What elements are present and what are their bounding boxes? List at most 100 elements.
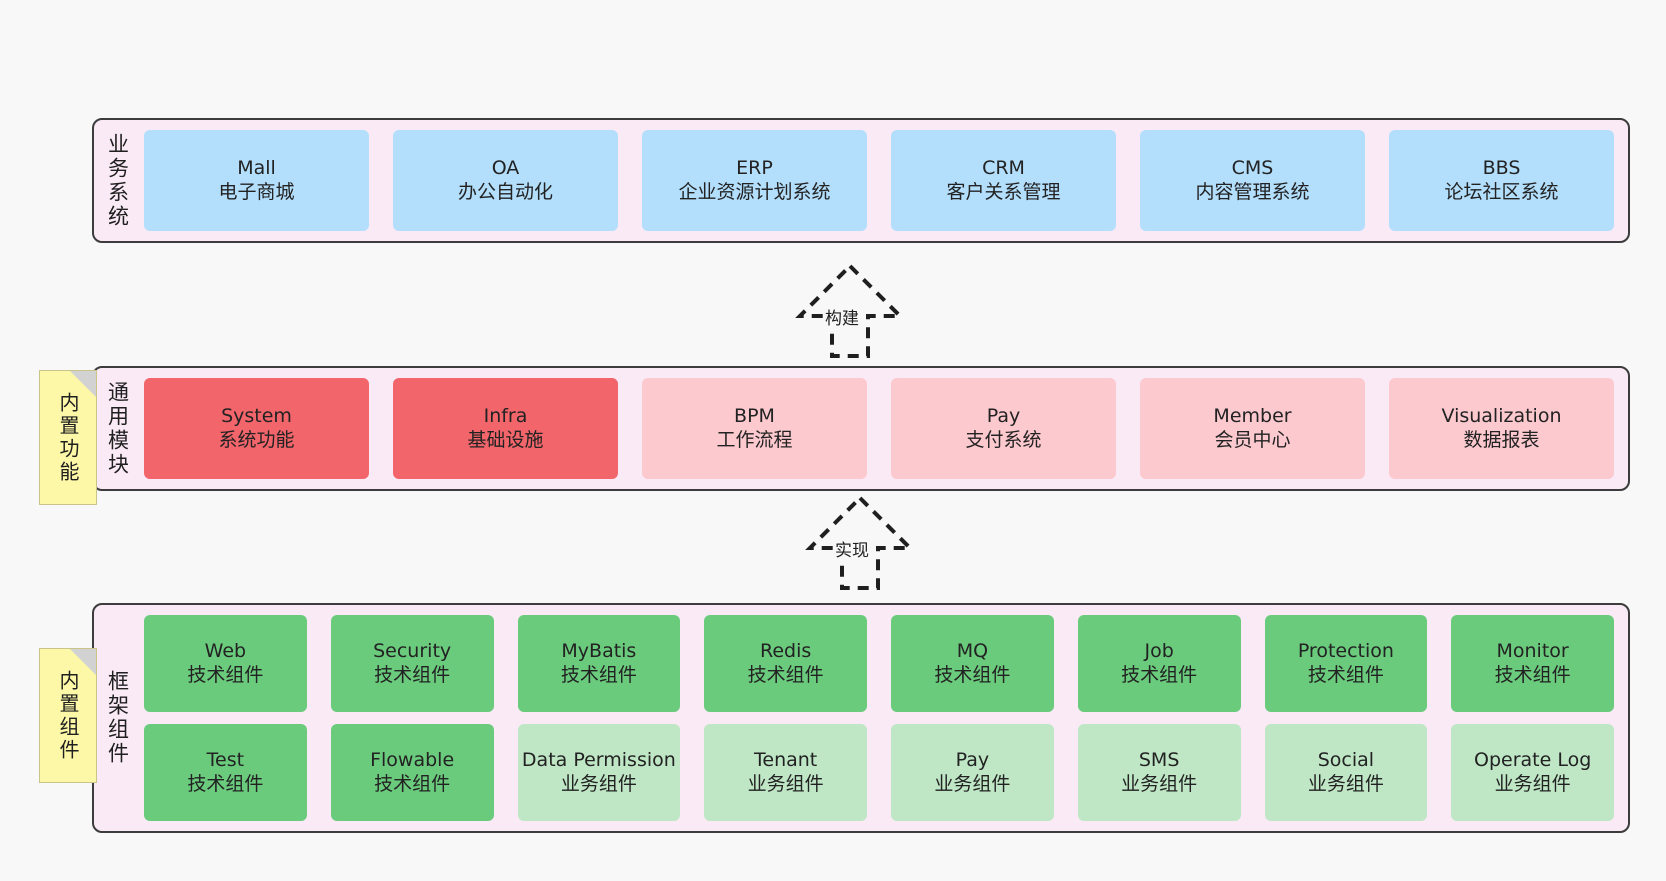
card-tenant-en: Tenant xyxy=(754,749,818,772)
card-web-en: Web xyxy=(204,640,247,663)
card-web[interactable]: Web 技术组件 xyxy=(144,615,307,712)
card-member-cn: 会员中心 xyxy=(1214,428,1291,451)
card-job[interactable]: Job 技术组件 xyxy=(1077,615,1241,712)
card-tenant-cn: 业务组件 xyxy=(747,772,824,795)
card-pay-module[interactable]: Pay 支付系统 xyxy=(891,378,1116,479)
business-card-row: Mall 电子商城 OA 办公自动化 ERP 企业资源计划系统 CRM 客户关系… xyxy=(144,130,1614,231)
card-protection-en: Protection xyxy=(1297,640,1394,663)
framework-card-row-tech: Web 技术组件 Security 技术组件 MyBatis 技术组件 Redi… xyxy=(144,615,1614,712)
card-pay-module-cn: 支付系统 xyxy=(965,428,1042,451)
arrow-implement-label: 实现 xyxy=(833,536,871,561)
card-bpm[interactable]: BPM 工作流程 xyxy=(642,378,867,479)
card-mq-en: MQ xyxy=(956,640,989,663)
card-security[interactable]: Security 技术组件 xyxy=(330,615,494,712)
card-job-cn: 技术组件 xyxy=(1121,663,1198,686)
card-test-en: Test xyxy=(206,749,245,772)
card-sms-en: SMS xyxy=(1138,749,1180,772)
card-system-cn: 系统功能 xyxy=(218,428,295,451)
card-mall-cn: 电子商城 xyxy=(218,180,295,203)
sticky-fold-corner-icon xyxy=(70,649,96,675)
sticky-note-builtin-components-label: 内置组件 xyxy=(56,669,80,762)
layer-business-system: 业务系统 Mall 电子商城 OA 办公自动化 ERP 企业资源计划系统 CRM… xyxy=(92,118,1630,243)
module-card-group: System 系统功能 Infra 基础设施 BPM 工作流程 Pay 支付系统… xyxy=(140,368,1628,489)
card-test[interactable]: Test 技术组件 xyxy=(144,724,307,821)
layer-business-system-title: 业务系统 xyxy=(105,132,130,229)
card-monitor[interactable]: Monitor 技术组件 xyxy=(1451,615,1614,712)
card-redis[interactable]: Redis 技术组件 xyxy=(704,615,867,712)
card-web-cn: 技术组件 xyxy=(187,663,264,686)
card-infra[interactable]: Infra 基础设施 xyxy=(393,378,618,479)
card-mybatis-en: MyBatis xyxy=(561,640,637,663)
card-job-en: Job xyxy=(1144,640,1174,663)
framework-card-row-business: Test 技术组件 Flowable 技术组件 Data Permission … xyxy=(144,724,1614,821)
card-mq[interactable]: MQ 技术组件 xyxy=(891,615,1054,712)
card-mall-en: Mall xyxy=(237,157,276,180)
card-system[interactable]: System 系统功能 xyxy=(144,378,369,479)
card-infra-cn: 基础设施 xyxy=(467,428,544,451)
card-oa[interactable]: OA 办公自动化 xyxy=(393,130,618,231)
layer-framework-components-title: 框架组件 xyxy=(105,670,130,766)
card-visualization[interactable]: Visualization 数据报表 xyxy=(1389,378,1614,479)
card-cms[interactable]: CMS 内容管理系统 xyxy=(1140,130,1365,231)
card-cms-cn: 内容管理系统 xyxy=(1195,180,1310,203)
card-bpm-en: BPM xyxy=(734,405,775,428)
layer-common-modules-title: 通用模块 xyxy=(105,380,130,477)
card-member-en: Member xyxy=(1213,405,1292,428)
card-sms-cn: 业务组件 xyxy=(1121,772,1198,795)
card-pay-component[interactable]: Pay 业务组件 xyxy=(891,724,1054,821)
module-card-row: System 系统功能 Infra 基础设施 BPM 工作流程 Pay 支付系统… xyxy=(144,378,1614,479)
card-oa-cn: 办公自动化 xyxy=(457,180,553,203)
layer-framework-components: 框架组件 Web 技术组件 Security 技术组件 MyBatis 技术组件… xyxy=(92,603,1630,833)
card-mall[interactable]: Mall 电子商城 xyxy=(144,130,369,231)
card-social-en: Social xyxy=(1317,749,1375,772)
arrow-build-glyph xyxy=(795,263,905,358)
card-redis-cn: 技术组件 xyxy=(747,663,824,686)
arrow-build: 构建 xyxy=(790,260,910,360)
card-erp[interactable]: ERP 企业资源计划系统 xyxy=(642,130,867,231)
card-flowable-cn: 技术组件 xyxy=(374,772,451,795)
card-cms-en: CMS xyxy=(1231,157,1274,180)
card-erp-cn: 企业资源计划系统 xyxy=(678,180,831,203)
sticky-note-builtin-components: 内置组件 xyxy=(39,648,97,783)
card-oa-en: OA xyxy=(491,157,520,180)
card-data-permission-en: Data Permission xyxy=(521,749,676,772)
card-test-cn: 技术组件 xyxy=(187,772,264,795)
business-card-group: Mall 电子商城 OA 办公自动化 ERP 企业资源计划系统 CRM 客户关系… xyxy=(140,120,1628,241)
card-security-cn: 技术组件 xyxy=(374,663,451,686)
card-crm-cn: 客户关系管理 xyxy=(946,180,1061,203)
card-mybatis[interactable]: MyBatis 技术组件 xyxy=(517,615,681,712)
card-flowable-en: Flowable xyxy=(370,749,455,772)
card-operate-log[interactable]: Operate Log 业务组件 xyxy=(1451,724,1614,821)
card-data-permission[interactable]: Data Permission 业务组件 xyxy=(517,724,681,821)
card-crm[interactable]: CRM 客户关系管理 xyxy=(891,130,1116,231)
card-mybatis-cn: 技术组件 xyxy=(560,663,637,686)
card-pay-component-en: Pay xyxy=(955,749,990,772)
framework-card-group: Web 技术组件 Security 技术组件 MyBatis 技术组件 Redi… xyxy=(140,605,1628,831)
card-data-permission-cn: 业务组件 xyxy=(560,772,637,795)
card-visualization-en: Visualization xyxy=(1441,405,1562,428)
card-protection[interactable]: Protection 技术组件 xyxy=(1264,615,1428,712)
sticky-note-builtin-features: 内置功能 xyxy=(39,370,97,505)
card-mq-cn: 技术组件 xyxy=(934,663,1011,686)
sticky-fold-corner-icon xyxy=(70,371,96,397)
layer-common-modules: 通用模块 System 系统功能 Infra 基础设施 BPM 工作流程 Pay… xyxy=(92,366,1630,491)
card-bbs[interactable]: BBS 论坛社区系统 xyxy=(1389,130,1614,231)
card-operate-log-cn: 业务组件 xyxy=(1494,772,1571,795)
card-redis-en: Redis xyxy=(759,640,812,663)
card-bpm-cn: 工作流程 xyxy=(716,428,793,451)
card-pay-component-cn: 业务组件 xyxy=(934,772,1011,795)
card-operate-log-en: Operate Log xyxy=(1473,749,1592,772)
card-member[interactable]: Member 会员中心 xyxy=(1140,378,1365,479)
arrow-implement: 实现 xyxy=(800,492,920,592)
card-sms[interactable]: SMS 业务组件 xyxy=(1077,724,1241,821)
card-bbs-en: BBS xyxy=(1482,157,1521,180)
card-monitor-cn: 技术组件 xyxy=(1494,663,1571,686)
card-protection-cn: 技术组件 xyxy=(1307,663,1384,686)
card-social[interactable]: Social 业务组件 xyxy=(1264,724,1428,821)
card-monitor-en: Monitor xyxy=(1496,640,1569,663)
card-erp-en: ERP xyxy=(736,157,773,180)
card-flowable[interactable]: Flowable 技术组件 xyxy=(330,724,494,821)
card-tenant[interactable]: Tenant 业务组件 xyxy=(704,724,867,821)
card-infra-en: Infra xyxy=(483,405,528,428)
